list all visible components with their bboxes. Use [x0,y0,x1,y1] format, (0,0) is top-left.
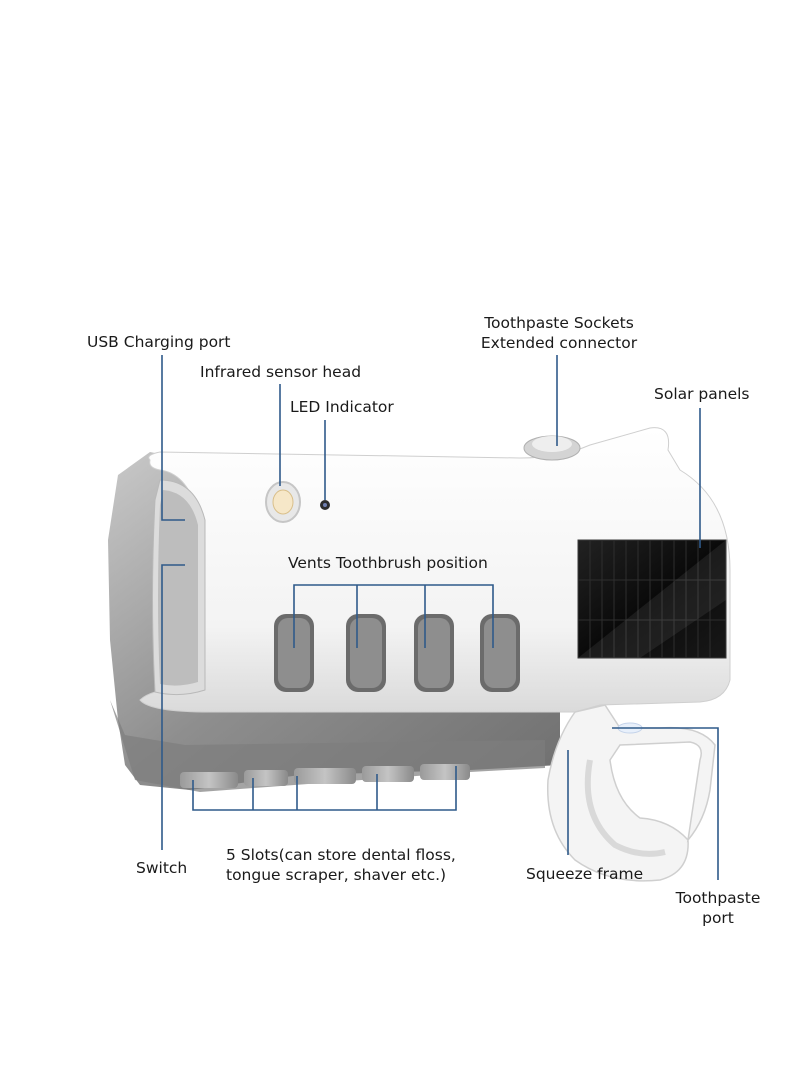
label-switch: Switch [136,859,188,877]
solar-panel [577,539,727,659]
label-5-slots-line2: tongue scraper, shaver etc.) [226,866,447,884]
label-squeeze-frame: Squeeze frame [526,865,644,883]
led-indicator [320,500,330,510]
label-5-slots-line1: 5 Slots(can store dental floss, [226,846,456,864]
label-5-slots: 5 Slots(can store dental floss, tongue s… [226,845,456,885]
label-led-indicator: LED Indicator [290,398,394,416]
infrared-sensor-head [265,481,301,523]
label-toothpaste-port-line2: port [702,909,734,927]
toothbrush-vents [274,614,520,692]
label-solar-panels: Solar panels [654,385,750,403]
label-toothpaste-sockets-line1: Toothpaste Sockets [484,314,634,332]
bottom-slots [180,764,470,788]
label-toothpaste-port-line1: Toothpaste [675,889,761,907]
label-vents-toothbrush-position: Vents Toothbrush position [288,554,488,572]
label-toothpaste-port: Toothpaste port [668,888,768,928]
squeeze-frame [546,704,716,882]
label-usb-charging-port: USB Charging port [87,333,231,351]
label-toothpaste-sockets-line2: Extended connector [480,334,638,352]
label-toothpaste-sockets: Toothpaste Sockets Extended connector [474,313,644,353]
leader-lines [161,355,719,880]
label-infrared-sensor-head: Infrared sensor head [200,363,362,381]
